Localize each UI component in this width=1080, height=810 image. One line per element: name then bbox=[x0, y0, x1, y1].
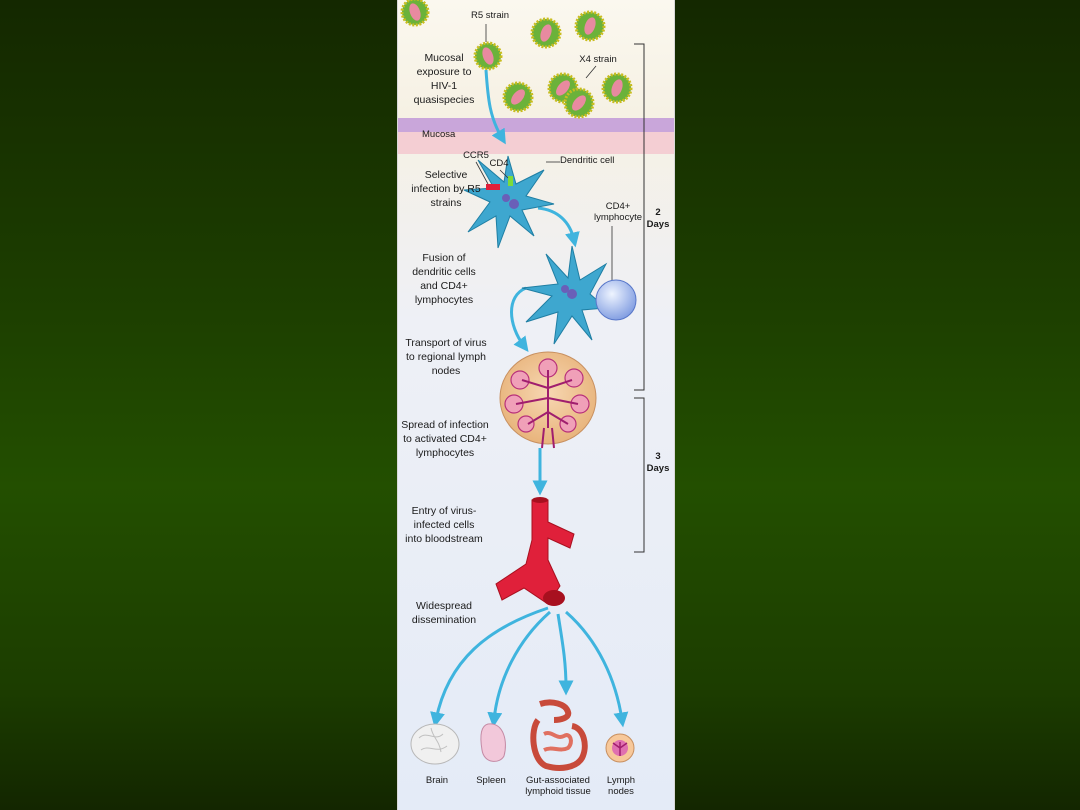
three-days-bracket bbox=[634, 397, 645, 553]
lymph-node-organ bbox=[605, 733, 635, 763]
transport-label: Transport of virus to regional lymph nod… bbox=[405, 337, 487, 377]
mucosa-label: Mucosa bbox=[422, 129, 456, 140]
three-days-label: 3 Days bbox=[646, 451, 670, 474]
mucosa-band bbox=[398, 118, 674, 132]
selective-infection-label: Selective infection by R5 strains bbox=[411, 169, 481, 209]
entry-label: Entry of virus-infected cells into blood… bbox=[405, 505, 483, 545]
diagram-panel: R5 strain X4 strain Mucosal exposure to … bbox=[397, 0, 675, 810]
blood-vessel bbox=[495, 497, 575, 606]
ccr5-label: CCR5 bbox=[463, 150, 489, 161]
dendritic-cell-label: Dendritic cell bbox=[560, 155, 615, 166]
r5-strain-label: R5 strain bbox=[470, 10, 509, 21]
cd4-lymphocyte-label: CD4+ lymphocyte bbox=[593, 201, 643, 223]
arrow-to-gut bbox=[556, 613, 574, 696]
virus-particles bbox=[400, 0, 633, 119]
brain-label: Brain bbox=[425, 775, 449, 786]
arrow-to-lymph bbox=[565, 610, 629, 728]
arrow-to-brain bbox=[430, 606, 549, 728]
gut-organ bbox=[530, 699, 588, 771]
virus-icon bbox=[563, 87, 595, 119]
spleen-organ bbox=[480, 723, 506, 762]
lymph-nodes-label: Lymph nodes bbox=[606, 775, 636, 797]
cd4-receptor bbox=[508, 176, 513, 186]
cd4-lymphocyte-cell bbox=[595, 279, 637, 321]
fused-dendritic-cell bbox=[521, 245, 608, 345]
arrow-fusion-to-node bbox=[510, 286, 529, 352]
fusion-label: Fusion of dendritic cells and CD4+ lymph… bbox=[412, 252, 476, 306]
mucosa-pink bbox=[398, 132, 674, 154]
arrow-virus-to-dc bbox=[484, 69, 506, 145]
x4-leader-line bbox=[585, 65, 597, 79]
virus-icon bbox=[473, 41, 503, 71]
virus-icon bbox=[502, 81, 534, 113]
hiv-infection-diagram bbox=[398, 0, 674, 771]
widespread-label: Widespread dissemination bbox=[411, 600, 477, 626]
cd4-label: CD4 bbox=[489, 158, 509, 169]
ccr5-receptor bbox=[486, 184, 500, 190]
virus-icon bbox=[574, 10, 606, 42]
dendritic-cell bbox=[463, 155, 555, 249]
arrow-dc-to-fusion bbox=[537, 206, 580, 248]
x4-strain-label: X4 strain bbox=[579, 54, 617, 65]
virus-icon bbox=[530, 17, 562, 49]
brain-organ bbox=[410, 723, 460, 765]
spleen-label: Spleen bbox=[476, 775, 506, 786]
mucosal-exposure-label: Mucosal exposure to HIV-1 quasispecies bbox=[413, 52, 475, 106]
gut-associated-label: Gut-associated lymphoid tissue bbox=[525, 775, 591, 797]
cd4-leader-line bbox=[499, 169, 509, 179]
virus-icon bbox=[400, 0, 430, 27]
two-days-bracket bbox=[634, 43, 645, 391]
two-days-label: 2 Days bbox=[646, 207, 670, 230]
lymph-node bbox=[499, 351, 597, 449]
ccr5-leader-line bbox=[475, 161, 489, 185]
virus-icon bbox=[601, 72, 633, 104]
arrow-to-spleen bbox=[487, 610, 551, 728]
spread-label: Spread of infection to activated CD4+ ly… bbox=[401, 419, 489, 459]
